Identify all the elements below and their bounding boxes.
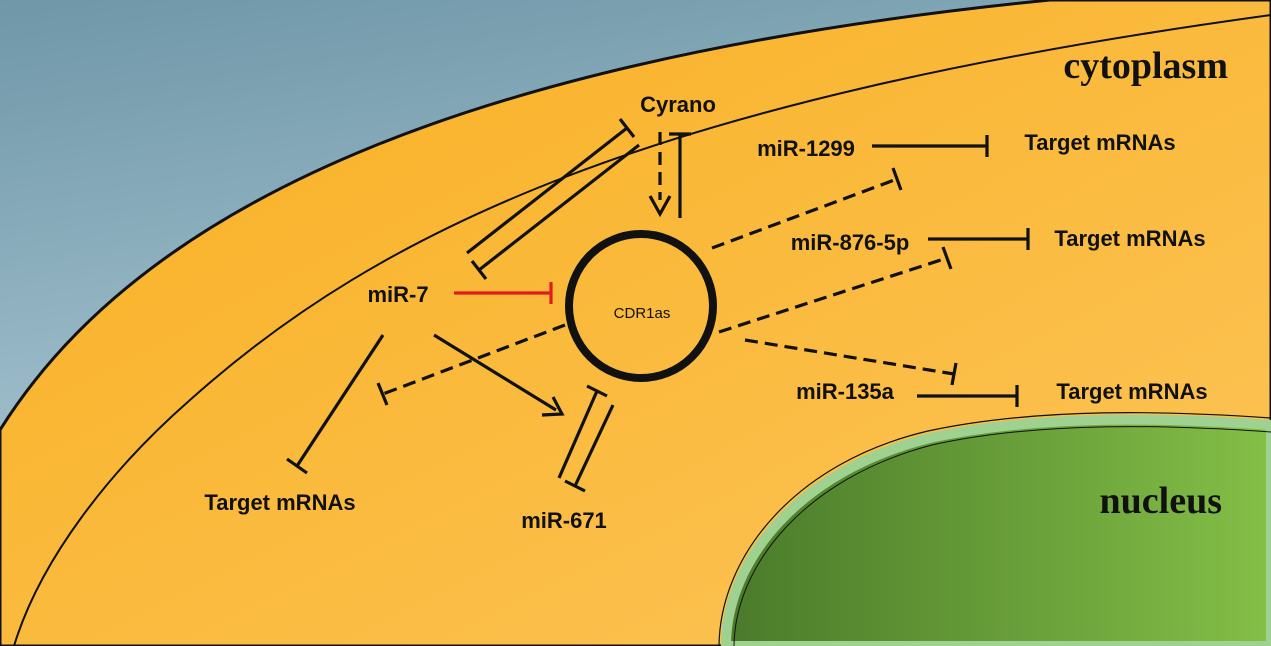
mir1299-label: miR-1299 [757,136,855,161]
nuclear-envelope-inner-outline [733,426,1271,646]
target-mrnas-label-3: Target mRNAs [1056,379,1207,404]
edge-cdr1as-inhibits-mir876 [718,246,953,334]
cell-membrane-inner [13,14,1271,646]
edge-mir7-inhibits-targets [286,334,385,475]
mir671-label: miR-671 [521,508,607,533]
target-mrnas-label-2: Target mRNAs [1054,226,1205,251]
nucleus-label: nucleus [1100,480,1222,522]
edge-mir7-inhibits-cyrano [466,118,636,255]
nuclear-envelope-outline [718,412,1271,646]
target-mrnas-label-left: Target mRNAs [204,490,355,515]
mir876-label: miR-876-5p [791,230,910,255]
edge-cdr1as-inhibits-cyrano [669,132,691,218]
edge-mir7-activates-mir671 [433,333,565,417]
edge-cyrano-activates-cdr1as [648,132,672,218]
edge-mir7-inhibits-cdr1as [454,282,553,304]
edge-cdr1as-inhibits-mir671 [564,404,615,493]
edge-mir135a-inhibits-targets [917,385,1019,407]
edge-mir1299-inhibits-targets [872,135,989,157]
edge-cdr1as-inhibits-mir135a [744,338,958,386]
edge-cdr1as-inhibits-mir7 [376,323,566,406]
cyrano-label: Cyrano [640,92,716,117]
edge-cdr1as-inhibits-mir1299 [711,167,903,250]
edge-mir876-inhibits-targets [928,228,1030,250]
cytoplasm-label: cytoplasm [1063,45,1228,87]
cdr1as-circle [565,230,717,382]
mir135a-label: miR-135a [796,379,895,404]
mir7-label: miR-7 [367,282,428,307]
nucleus [720,414,1271,646]
edge-cyrano-inhibits-mir7 [470,143,640,280]
cdr1as-label: CDR1as [614,305,671,322]
target-mrnas-label-1: Target mRNAs [1024,130,1175,155]
edge-mir671-inhibits-cdr1as [557,384,608,479]
